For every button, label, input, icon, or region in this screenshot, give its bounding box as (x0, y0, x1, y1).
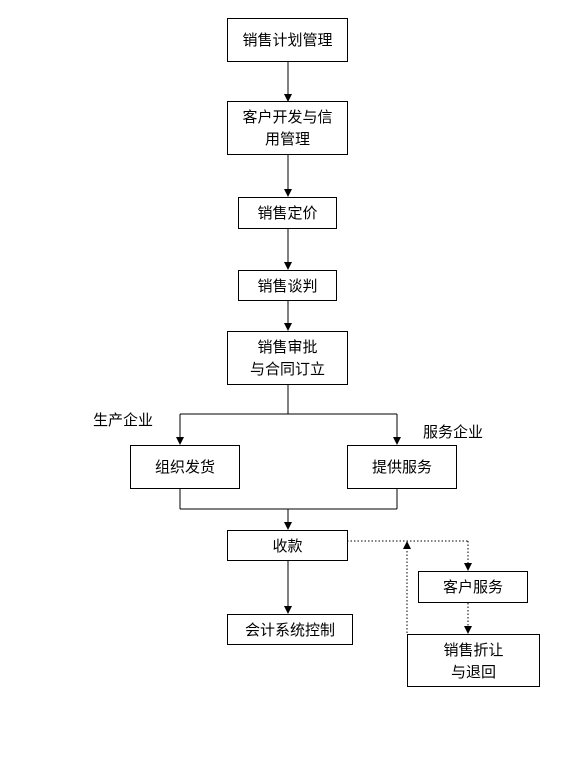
branch-label-manufacturing: 生产企业 (93, 411, 154, 429)
branch-label-service-enterprise: 服务企业 (423, 423, 484, 441)
node-sales-plan: 销售计划管理 (227, 18, 348, 62)
node-discount-return: 销售折让 与退回 (407, 634, 540, 687)
node-accounting-control: 会计系统控制 (227, 614, 353, 645)
node-customer-credit: 客户开发与信 用管理 (227, 101, 348, 155)
node-provide-service: 提供服务 (347, 445, 457, 489)
node-collection: 收款 (227, 530, 348, 561)
node-organize-shipping: 组织发货 (130, 445, 240, 489)
node-customer-service: 客户服务 (418, 571, 528, 603)
node-negotiation: 销售谈判 (238, 270, 337, 301)
node-pricing: 销售定价 (238, 197, 337, 229)
node-approval-contract: 销售审批 与合同订立 (227, 331, 348, 385)
